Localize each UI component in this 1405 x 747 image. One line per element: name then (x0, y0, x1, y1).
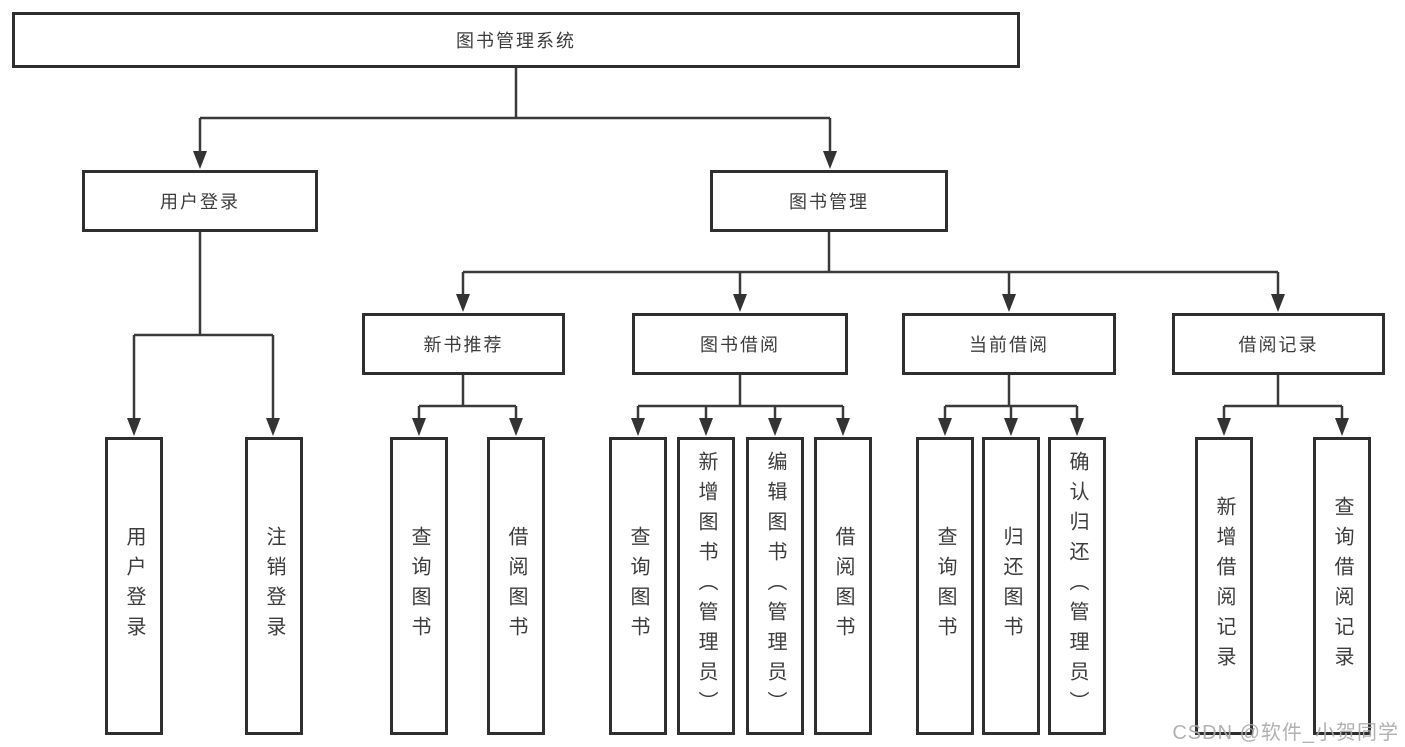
connector-borrow-records-to-leaves (1222, 375, 1344, 419)
leaf-label: 新增借阅记录 (1213, 496, 1235, 676)
arrowhead-new-book-rec (456, 294, 470, 312)
arrowhead-cb-query (938, 418, 952, 436)
leaf-label: 用户登录 (123, 526, 145, 646)
leaf-bb-add-books-admin: 新增图书（管理员） (677, 437, 735, 735)
arrowhead-nbr-borrow (509, 418, 523, 436)
leaf-bb-query-books: 查询图书 (609, 437, 667, 735)
connector-new-book-rec-to-leaves (417, 375, 518, 419)
leaf-label: 查询图书 (934, 526, 956, 646)
leaf-label: 确认归还（管理员） (1066, 451, 1088, 721)
leaf-user-login: 用户登录 (105, 437, 163, 735)
leaf-label: 查询借阅记录 (1331, 496, 1353, 676)
node-borrowing-records: 借阅记录 (1172, 313, 1385, 375)
arrowhead-book-mgmt (823, 151, 837, 169)
arrowhead-bb-borrow (836, 418, 850, 436)
leaf-label: 查询图书 (408, 526, 430, 646)
node-root-library-system: 图书管理系统 (12, 12, 1020, 68)
leaf-nbr-borrow-books: 借阅图书 (487, 437, 545, 735)
leaf-label: 借阅图书 (505, 526, 527, 646)
arrowhead-nbr-query (412, 418, 426, 436)
arrowhead-cb-return (1004, 418, 1018, 436)
node-current-borrowing: 当前借阅 (902, 313, 1116, 375)
arrowhead-bb-edit (768, 418, 782, 436)
leaf-nbr-query-books: 查询图书 (390, 437, 448, 735)
leaf-cb-return-books: 归还图书 (982, 437, 1040, 735)
leaf-bb-borrow-books: 借阅图书 (814, 437, 872, 735)
arrowhead-leaf-logout (266, 418, 280, 436)
leaf-br-add-record: 新增借阅记录 (1195, 437, 1253, 735)
node-new-book-recommendation: 新书推荐 (362, 313, 565, 375)
connector-user-login-to-leaves (132, 232, 275, 419)
arrowhead-current-borrow (1002, 294, 1016, 312)
arrowhead-bb-add (699, 418, 713, 436)
leaf-br-query-record: 查询借阅记录 (1313, 437, 1371, 735)
node-user-login-group: 用户登录 (82, 170, 318, 232)
node-book-management: 图书管理 (710, 170, 948, 232)
arrowhead-bb-query (631, 418, 645, 436)
leaf-label: 归还图书 (1000, 526, 1022, 646)
arrowhead-borrow-records (1271, 294, 1285, 312)
connector-root-to-level2 (198, 68, 832, 152)
leaf-label: 注销登录 (263, 526, 285, 646)
leaf-label: 查询图书 (627, 526, 649, 646)
watermark: CSDN @软件_小贺同学 (1172, 722, 1399, 744)
node-book-borrowing: 图书借阅 (632, 313, 848, 375)
leaf-label: 编辑图书（管理员） (764, 451, 786, 721)
arrowhead-leaf-user-login (127, 418, 141, 436)
arrowhead-br-query (1335, 418, 1349, 436)
leaf-logout: 注销登录 (245, 437, 303, 735)
arrowhead-cb-confirm (1070, 418, 1084, 436)
leaf-cb-confirm-return-admin: 确认归还（管理员） (1048, 437, 1106, 735)
arrowhead-br-add (1217, 418, 1231, 436)
leaf-label: 借阅图书 (832, 526, 854, 646)
arrowhead-user-login-group (193, 151, 207, 169)
leaf-label: 新增图书（管理员） (695, 451, 717, 721)
connector-book-borrow-to-leaves (636, 375, 845, 419)
leaf-cb-query-books: 查询图书 (916, 437, 974, 735)
connector-current-borrow-to-leaves (943, 375, 1079, 419)
connector-book-mgmt-to-level3 (461, 232, 1280, 295)
arrowhead-book-borrow (733, 294, 747, 312)
leaf-bb-edit-books-admin: 编辑图书（管理员） (746, 437, 804, 735)
